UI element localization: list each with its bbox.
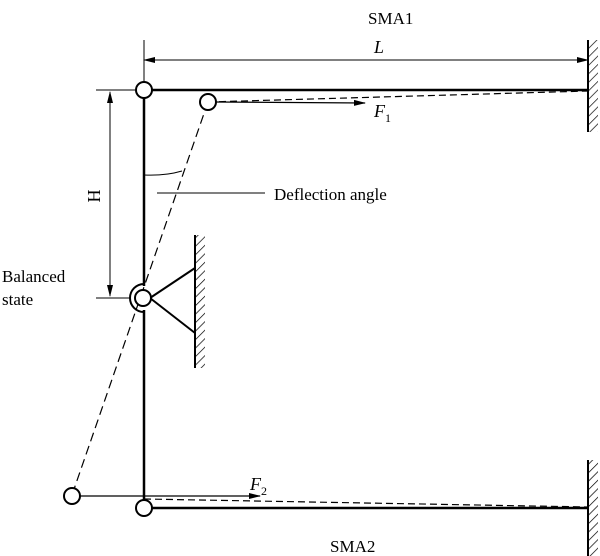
f1-arrow [215, 99, 366, 106]
deflection-angle-label: Deflection angle [274, 185, 387, 204]
balanced-label-line1: Balanced [2, 267, 66, 286]
f2-label: F2 [249, 474, 267, 498]
support-strut-bottom [149, 297, 196, 334]
sma2-deflected-wire [143, 498, 589, 508]
pivot-wall-hatch [195, 235, 205, 368]
f1-label: F1 [373, 101, 391, 125]
top-joint [135, 81, 153, 99]
bottom-joint [135, 499, 153, 517]
deflected-top-joint [199, 93, 217, 111]
deflected-bottom-joint [63, 487, 81, 505]
support-strut-top [149, 267, 196, 299]
l-label: L [373, 37, 384, 57]
bottom-wall-hatch [588, 460, 598, 556]
pivot-joint [134, 289, 152, 307]
pivot-bearing [129, 283, 145, 313]
sma2-label: SMA2 [330, 537, 375, 556]
sma1-label: SMA1 [368, 9, 413, 28]
h-label: H [84, 190, 104, 203]
balanced-label-line2: state [2, 290, 33, 309]
deflection-angle-arc [143, 170, 183, 176]
sma1-deflected-wire [207, 90, 589, 103]
top-wall-hatch [588, 40, 598, 132]
